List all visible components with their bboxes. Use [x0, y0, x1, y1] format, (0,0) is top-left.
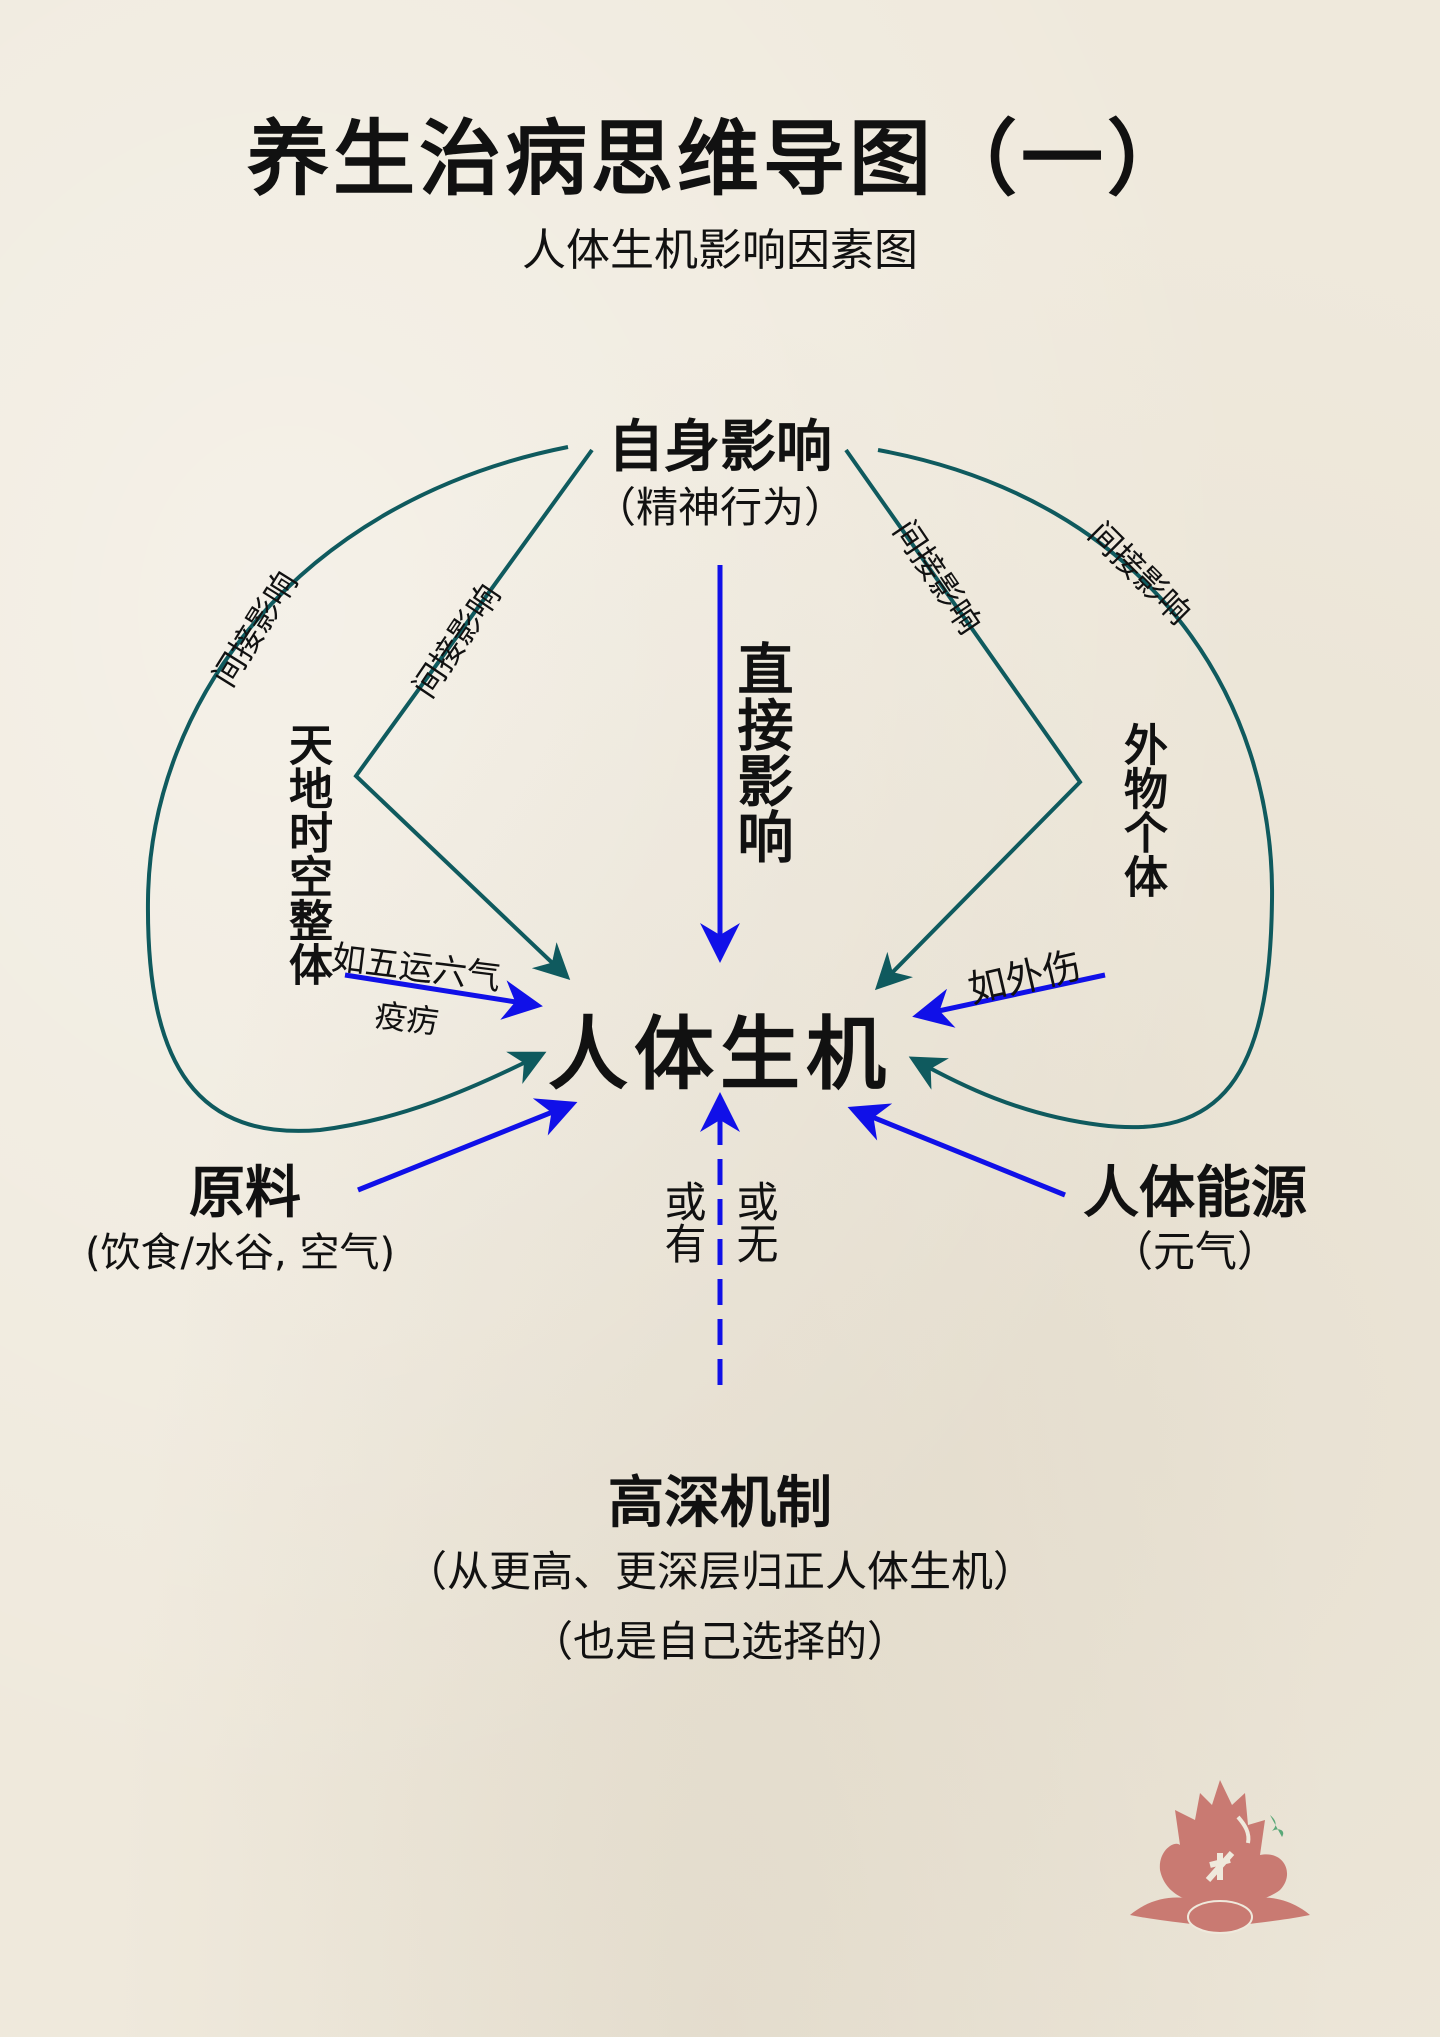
indirect-outer-right-arc	[877, 448, 1275, 1130]
node-raw-material-title: 原料	[189, 1161, 301, 1226]
node-external-title: 外物个体	[1116, 722, 1167, 898]
energy-arrow	[847, 1103, 1066, 1198]
center-node: 人体生机	[548, 1008, 892, 1101]
node-heaven-earth-example-2: 疫疠	[372, 995, 441, 1042]
external-arrow	[912, 972, 1106, 1028]
raw-material-arrow	[357, 1098, 578, 1193]
heaven-earth-arrow	[344, 972, 543, 1020]
edge-direct-label: 直接影响	[728, 640, 793, 864]
node-raw-material-subtitle: (饮食/水谷, 空气)	[84, 1230, 396, 1276]
node-self-subtitle: （精神行为）	[593, 483, 846, 532]
node-deep-subtitle-1: （从更高、更深层归正人体生机）	[404, 1547, 1035, 1596]
indirect-outer-left-arc	[145, 445, 569, 1133]
edge-maybe-none-label: 或无	[730, 1180, 779, 1264]
node-heaven-earth-title: 天地时空整体	[281, 722, 332, 986]
lotus-logo-icon	[1130, 1780, 1310, 1934]
node-self-title: 自身影响	[608, 415, 832, 480]
indirect-inner-right-line	[844, 448, 1083, 991]
page-title: 养生治病思维导图（一）	[246, 112, 1193, 207]
node-energy-title: 人体能源	[1083, 1161, 1307, 1226]
node-deep-title: 高深机制	[608, 1471, 832, 1536]
page-subtitle: 人体生机影响因素图	[522, 225, 918, 276]
node-deep-subtitle-2: （也是自己选择的）	[530, 1617, 909, 1666]
node-energy-subtitle: （元气）	[1110, 1227, 1279, 1276]
indirect-inner-left-line	[353, 448, 594, 980]
edge-maybe-have-label: 或有	[658, 1180, 707, 1264]
